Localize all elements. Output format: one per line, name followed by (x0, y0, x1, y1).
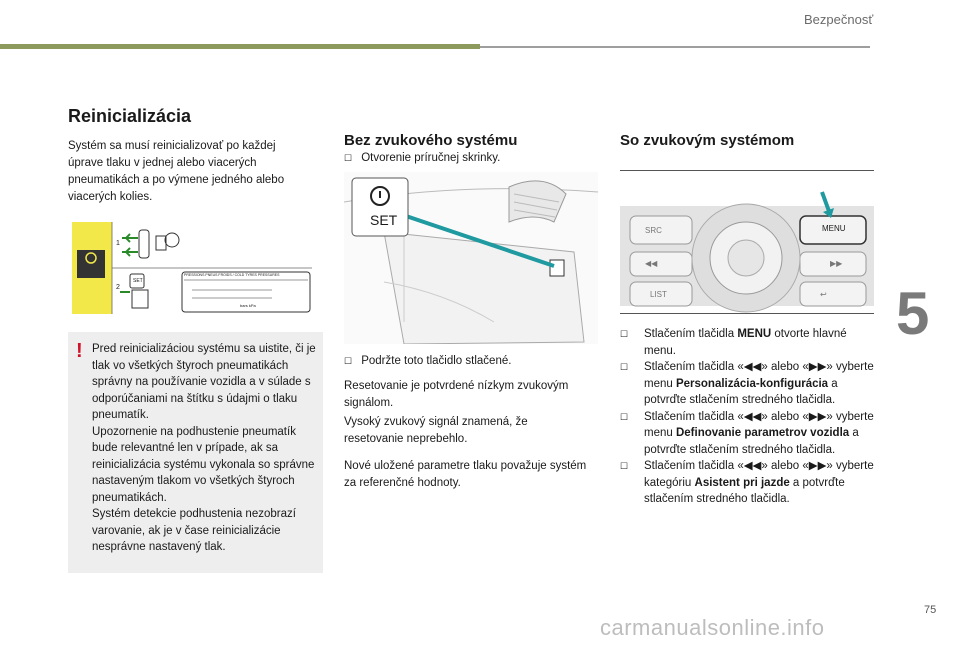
page-number: 75 (924, 604, 937, 616)
no-audio-reference: Nové uložené parametre tlaku považuje sy… (344, 460, 587, 489)
exclamation-icon: ! (76, 340, 83, 362)
no-audio-step-1: ☐ Otvorenie príručnej skrinky. (344, 150, 500, 167)
tire-label-header: PRESSIONS PNEUS FROIDS / COLD TYRES PRES… (184, 273, 280, 277)
audio-panel-illustration: SRC ◀◀ LIST MENU ▶▶ ↩ (620, 170, 874, 314)
step-2-label: 2 (116, 284, 120, 291)
rewind-button[interactable]: ◀◀ (645, 259, 658, 268)
step-1-label: 1 (116, 240, 120, 247)
audio-step: ☐Stlačením tlačidla «◀◀» alebo «▶▶» vybe… (620, 460, 874, 505)
warning-paragraph: Upozornenie na podhustenie pneumatík bud… (92, 425, 315, 504)
checkbox-icon: ☐ (344, 153, 353, 163)
list-button[interactable]: LIST (650, 290, 667, 299)
watermark: carmanualsonline.info (600, 615, 825, 640)
warning-box (68, 332, 323, 573)
section-title: Bezpečnosť (804, 12, 874, 27)
no-audio-error: Vysoký zvukový signál znamená, že reseto… (344, 416, 528, 445)
no-audio-confirm: Resetovanie je potvrdené nízkym zvukovým… (344, 380, 569, 409)
tire-label-illustration (72, 222, 312, 314)
audio-step: ☐Stlačením tlačidla MENU otvorte hlavné … (620, 328, 847, 357)
audio-step: ☐Stlačením tlačidla «◀◀» alebo «▶▶» vybe… (620, 410, 874, 456)
no-audio-title: Bez zvukového systému (344, 132, 518, 149)
tire-label-units: bars kPa (240, 303, 256, 308)
header-bar (0, 44, 480, 49)
reset-title: Reinicializácia (68, 106, 192, 126)
checkbox-icon: ☐ (344, 356, 353, 366)
set-label-small: SET (133, 278, 143, 284)
header-rule (480, 46, 870, 48)
back-button[interactable]: ↩ (820, 290, 827, 299)
reset-intro: Systém sa musí reinicializovať po každej… (68, 140, 285, 203)
src-button[interactable]: SRC (645, 226, 662, 235)
glovebox-illustration: SET (344, 172, 598, 344)
chapter-number: 5 (896, 280, 930, 347)
tire-label-figure: 1 2 SET PRESSIONS PNEUS FROIDS / COLD TY… (72, 222, 312, 314)
audio-step: ☐Stlačením tlačidla «◀◀» alebo «▶▶» vybe… (620, 361, 874, 406)
audio-title: So zvukovým systémom (620, 132, 795, 149)
set-button-label: SET (370, 212, 398, 228)
menu-button[interactable]: MENU (822, 224, 846, 233)
warning-text: Pred reinicializáciou systému sa uistite… (92, 341, 318, 556)
no-audio-step-2: ☐ Podržte toto tlačidlo stlačené. (344, 353, 511, 370)
forward-button[interactable]: ▶▶ (830, 259, 843, 268)
warning-paragraph: Systém detekcie podhustenia nezobrazí va… (92, 508, 296, 553)
warning-paragraph: Pred reinicializáciou systému sa uistite… (92, 343, 316, 421)
audio-steps: ☐Stlačením tlačidla MENU otvorte hlavné … (620, 326, 880, 508)
